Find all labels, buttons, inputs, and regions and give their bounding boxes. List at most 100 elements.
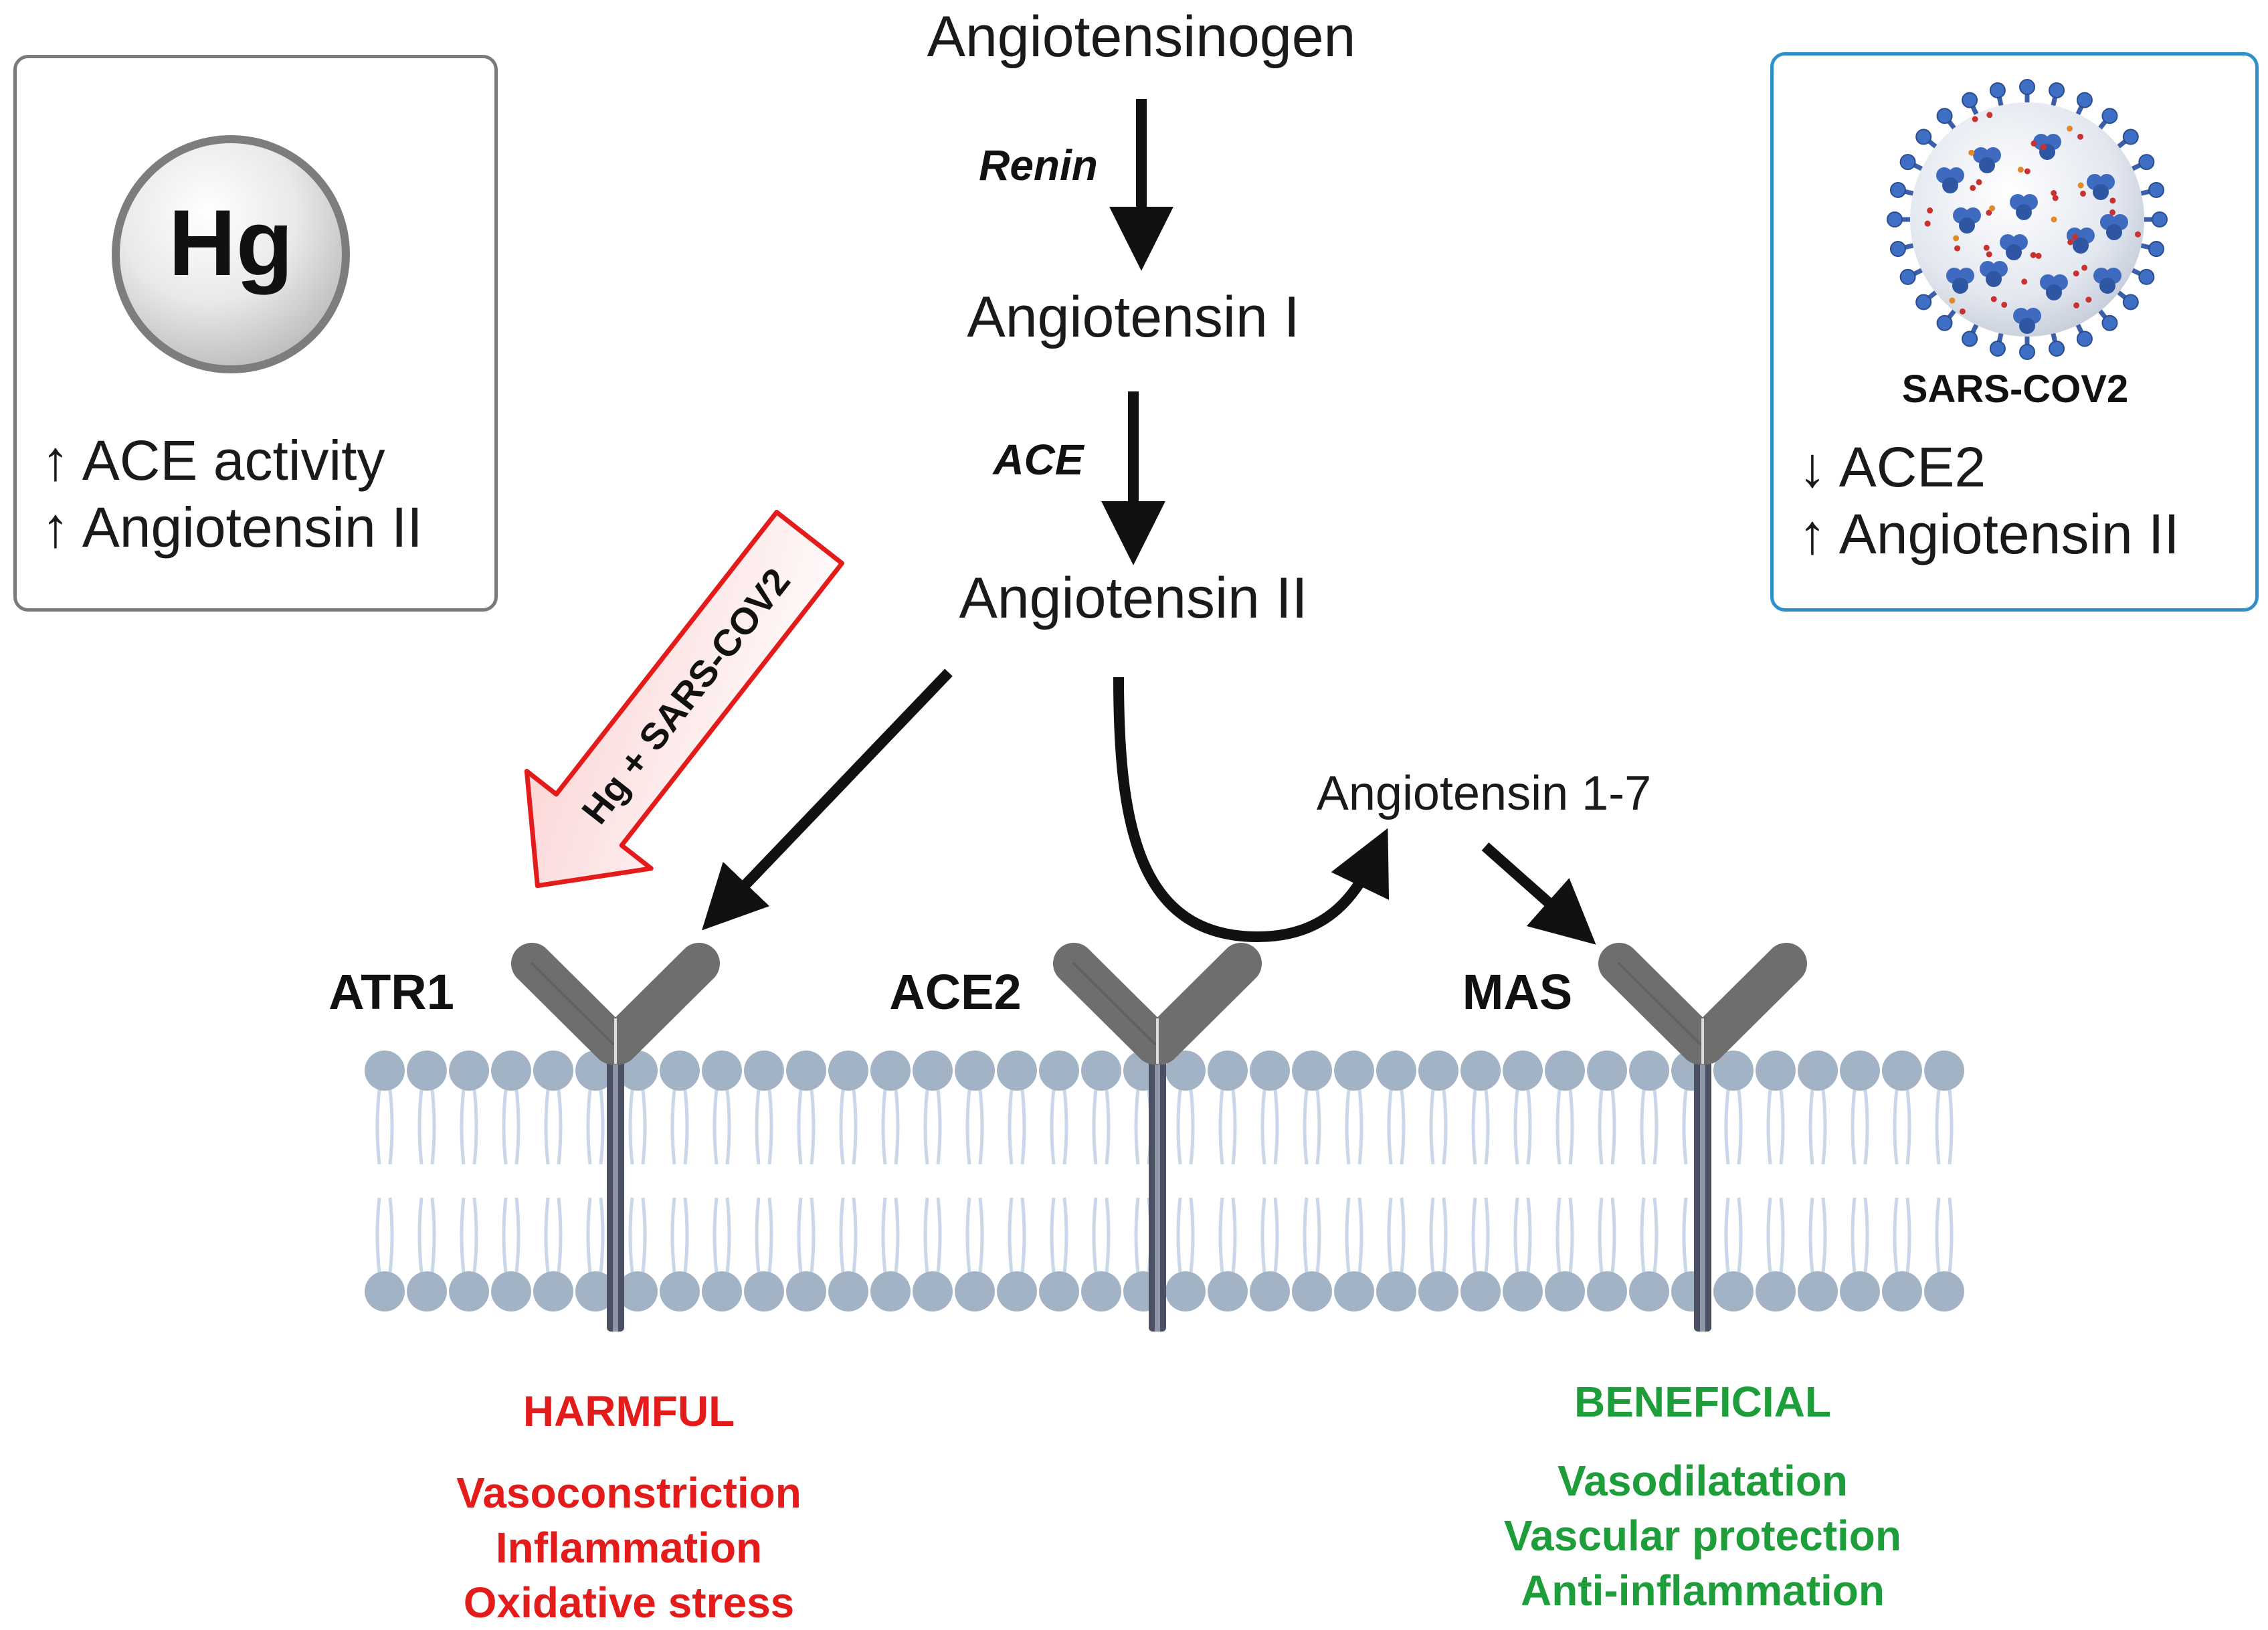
lipid-tail [460,1089,466,1165]
angiotensin-i-label: Angiotensin I [967,285,1300,349]
lipid-tail [1260,1089,1266,1165]
lipid-head [1081,1271,1121,1311]
lipid-tail [1020,1089,1026,1165]
lipid-head [744,1271,784,1311]
lipid-tail [1105,1089,1111,1165]
lipid-tail [1400,1089,1406,1165]
lipid-tail [514,1089,521,1165]
harmful-effect-oxidative-stress: Oxidative stress [463,1578,795,1627]
lipid-tail [1050,1089,1056,1165]
membrane-receptors [511,943,1807,1332]
lipid-tail [810,1089,816,1165]
lipid-tail [1218,1089,1224,1165]
lipid-tail [1821,1197,1827,1273]
lipid-tail [502,1197,508,1273]
lipid-tail [430,1089,436,1165]
mercury-sphere-icon [112,135,350,373]
ace2-receptor [1053,943,1262,1332]
lipid-tail [1598,1197,1604,1273]
lipid-head [1039,1271,1079,1311]
lipid-tail [965,1197,971,1273]
lipid-tail [1357,1197,1363,1273]
lipid-head [997,1271,1037,1311]
lipid-tail [1273,1089,1279,1165]
lipid-tail [599,1089,605,1165]
lipid-tail [1948,1197,1954,1273]
lipid-head [786,1271,826,1311]
lipid-tail [1766,1089,1772,1165]
lipid-tail [430,1197,436,1273]
lipid-tail [670,1197,676,1273]
lipid-tail [881,1197,887,1273]
lipid-tail [1905,1197,1911,1273]
lipid-tail [1387,1197,1393,1273]
lipid-head [449,1051,489,1091]
lipid-tail [1387,1089,1393,1165]
lipid-tail [1640,1197,1646,1273]
lipid-tail [1851,1089,1857,1165]
renin-label: Renin [979,141,1098,189]
lipid-tail [1345,1089,1351,1165]
lipid-tail [557,1089,563,1165]
lipid-tail [1303,1197,1309,1273]
lipid-tail [839,1197,845,1273]
lipid-tail [388,1089,394,1165]
lipid-head [1713,1051,1754,1091]
lipid-tail [1893,1089,1899,1165]
lipid-tail [894,1197,900,1273]
lipid-head [1250,1271,1290,1311]
lipid-head [1250,1051,1290,1091]
lipid-tail [1737,1197,1743,1273]
lipid-head [533,1051,573,1091]
virus-spikes [1887,79,2168,360]
lipid-tail [1092,1089,1098,1165]
lipid-tail [725,1197,731,1273]
lipid-tail [1948,1089,1954,1165]
lipid-tail [586,1089,592,1165]
lipid-tail [755,1197,761,1273]
lipid-head [1882,1271,1922,1311]
mas-receptor-label: MAS [1462,964,1573,1020]
lipid-tail [1568,1089,1574,1165]
lipid-tail [1555,1089,1562,1165]
lipid-tail [1610,1197,1616,1273]
ace2-conversion-arrow [1113,676,1390,943]
sars-angiotensin-ii-text: ↑ Angiotensin II [1798,503,2180,565]
lipid-tail [1568,1197,1574,1273]
angiotensin-ii-label: Angiotensin II [959,566,1308,630]
lipid-tail [767,1089,773,1165]
lipid-tail [1400,1197,1406,1273]
atr1-receptor-label: ATR1 [328,964,454,1020]
lipid-tail [1724,1197,1730,1273]
lipid-tail [1260,1197,1266,1273]
lipid-tail [1231,1089,1237,1165]
lipid-tail [978,1089,984,1165]
lipid-tail [417,1089,423,1165]
lipid-tail [1766,1197,1772,1273]
lipid-tail [1808,1197,1814,1273]
lipid-tail [1724,1089,1730,1165]
atr1-receptor [511,943,720,1332]
lipid-head [1208,1271,1248,1311]
lipid-head [1460,1271,1501,1311]
lipid-head [449,1271,489,1311]
lipid-tail [1808,1089,1814,1165]
lipid-tail [1273,1197,1279,1273]
lipid-head [618,1271,658,1311]
lipid-head [870,1051,911,1091]
angiotensin-1-7-to-mas-arrow [1481,842,1596,945]
lipid-head [660,1271,700,1311]
lipid-head [1713,1271,1754,1311]
lipid-tail [755,1089,761,1165]
lipid-tail [683,1197,689,1273]
lipid-tail [375,1089,381,1165]
ace2-receptor-label: ACE2 [889,964,1022,1020]
lipid-tail [1020,1197,1026,1273]
lipid-tail [797,1089,803,1165]
lipid-tail [1513,1089,1519,1165]
lipid-tail [1779,1089,1785,1165]
lipid-tail [1935,1197,1941,1273]
lipid-tail [1189,1197,1195,1273]
lipid-tail [1526,1089,1532,1165]
